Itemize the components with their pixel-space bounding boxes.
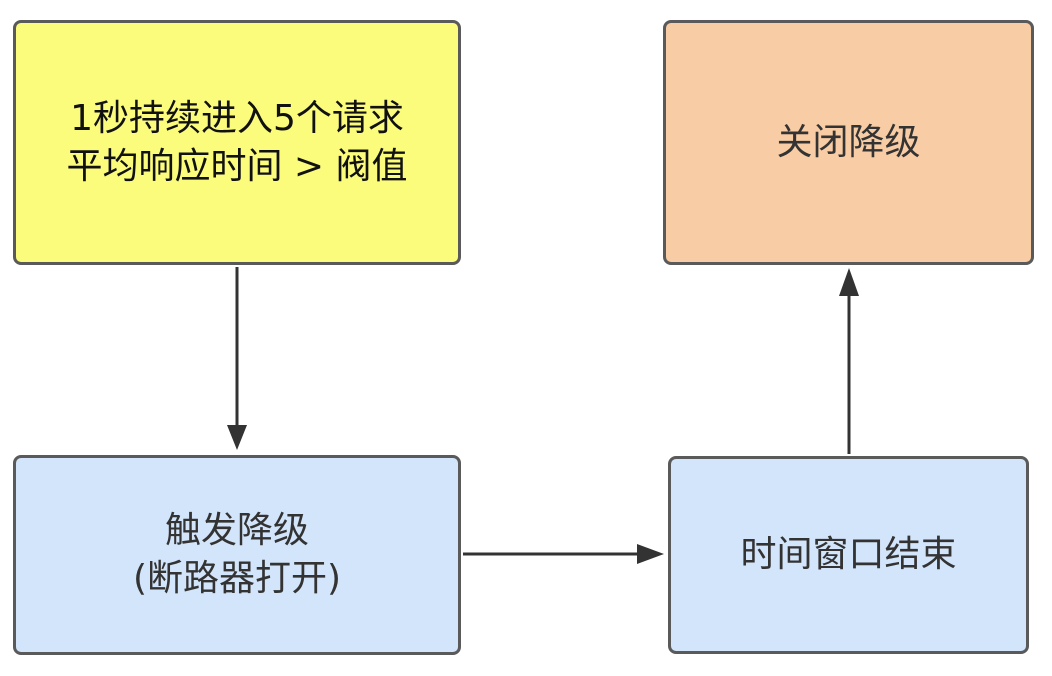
- trigger-degrade-line-2: (断路器打开): [132, 558, 342, 599]
- arrowhead-condition-to-trigger: [227, 425, 247, 450]
- trigger-degrade-node: 触发降级 (断路器打开): [13, 455, 461, 655]
- condition-line-2: 平均响应时间 > 阀值: [66, 145, 408, 187]
- arrowhead-window-end-to-close: [839, 268, 859, 296]
- time-window-end-node: 时间窗口结束: [668, 456, 1029, 654]
- condition-node: 1秒持续进入5个请求 平均响应时间 > 阀值: [13, 20, 461, 265]
- time-window-end-label: 时间窗口结束: [740, 534, 957, 575]
- trigger-degrade-line-1: 触发降级: [164, 510, 309, 551]
- arrowhead-trigger-to-window-end: [637, 544, 664, 564]
- close-degrade-label: 关闭降级: [776, 121, 921, 163]
- close-degrade-node: 关闭降级: [663, 20, 1034, 265]
- condition-line-1: 1秒持续进入5个请求: [70, 97, 404, 139]
